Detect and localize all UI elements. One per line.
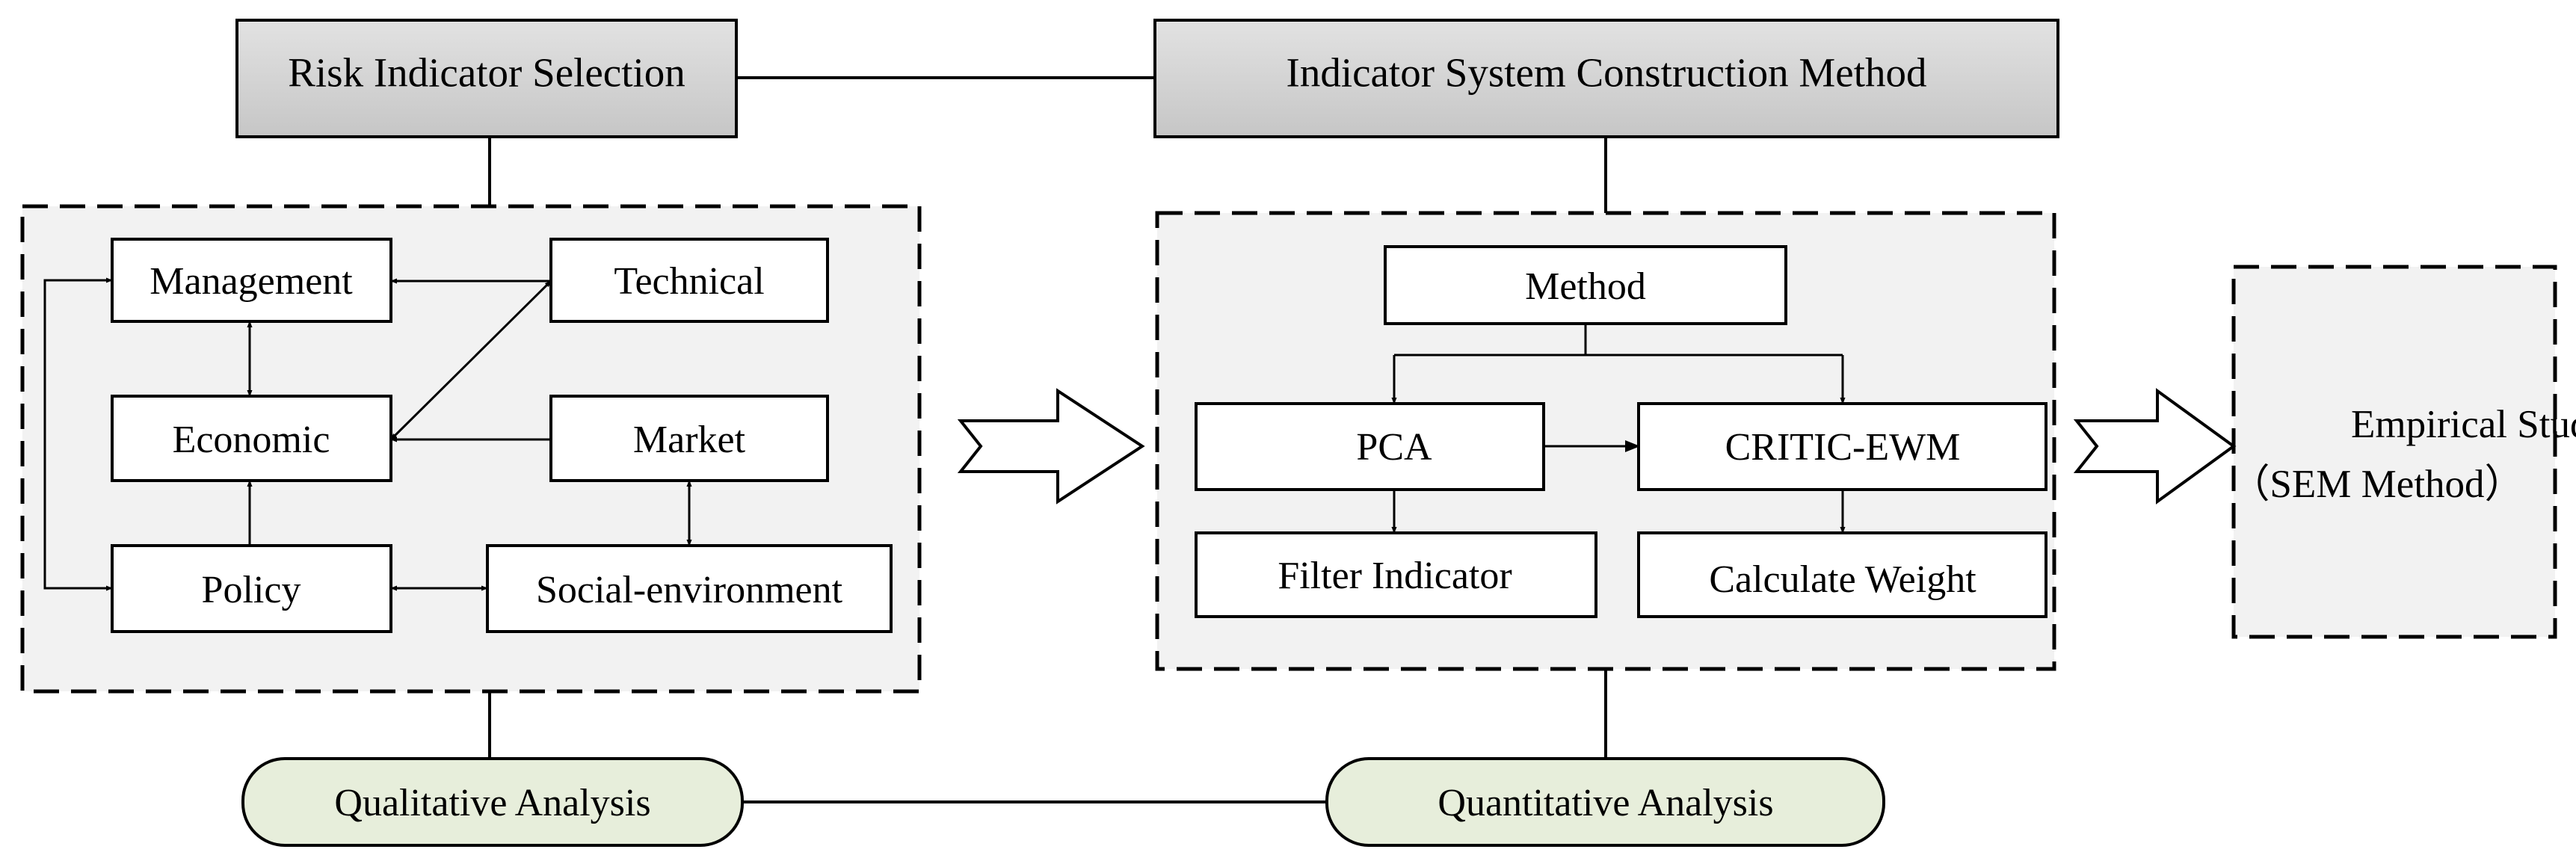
box-pca: PCA <box>1195 402 1545 491</box>
technical-label: Technical <box>614 260 764 303</box>
quantitative-analysis-pill: Quantitative Analysis <box>1325 757 1885 847</box>
box-calculate-weight: Calculate Weight <box>1637 531 2047 618</box>
box-social-environment: Social-environment <box>486 544 893 633</box>
header-risk-indicator-selection: Risk Indicator Selection <box>235 19 738 138</box>
filter-indicator-label: Filter Indicator <box>1278 555 1512 597</box>
social-environment-label: Social-environment <box>536 569 843 611</box>
policy-label: Policy <box>202 569 301 611</box>
method-flow-arrows <box>1391 324 1846 534</box>
economic-label: Economic <box>173 419 330 461</box>
header-risk-indicator-selection-label: Risk Indicator Selection <box>288 50 685 96</box>
empirical-study-panel <box>2231 265 2557 639</box>
header-indicator-system-construction: Indicator System Construction Method <box>1153 19 2059 138</box>
box-method: Method <box>1384 245 1787 325</box>
method-label: Method <box>1525 265 1646 308</box>
box-market: Market <box>549 395 829 482</box>
qualitative-analysis-label: Qualitative Analysis <box>334 782 650 824</box>
market-label: Market <box>633 419 746 461</box>
risk-factor-relations <box>43 277 692 591</box>
pca-label: PCA <box>1356 426 1432 469</box>
sem-method-label: （SEM Method） <box>2230 463 2524 506</box>
box-economic: Economic <box>111 395 392 482</box>
box-filter-indicator: Filter Indicator <box>1195 531 1597 618</box>
empirical-study-label: Empirical Study <box>2351 403 2576 446</box>
box-policy: Policy <box>111 544 392 633</box>
critic-ewm-label: CRITIC-EWM <box>1725 426 1961 469</box>
qualitative-analysis-pill: Qualitative Analysis <box>241 757 744 847</box>
box-critic-ewm: CRITIC-EWM <box>1637 402 2047 491</box>
box-technical: Technical <box>549 238 829 323</box>
connector-lines <box>488 76 1607 803</box>
header-indicator-system-construction-label: Indicator System Construction Method <box>1287 50 1927 96</box>
quantitative-analysis-label: Quantitative Analysis <box>1438 782 1773 824</box>
management-label: Management <box>150 260 353 303</box>
big-arrow-to-empirical-icon <box>2073 388 2237 505</box>
calculate-weight-label: Calculate Weight <box>1709 558 1976 601</box>
box-management: Management <box>111 238 392 323</box>
big-arrow-to-method-icon <box>957 388 1145 505</box>
